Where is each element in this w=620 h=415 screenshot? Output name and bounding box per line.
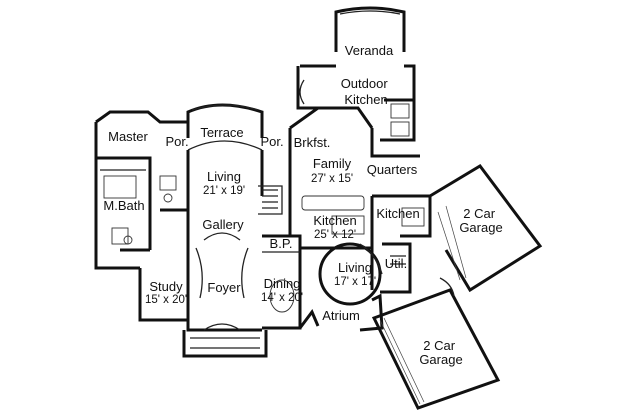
room-label-line-garage-2: 2 Car [423, 338, 455, 353]
room-label-living-main: Living 21' x 19' [203, 169, 245, 197]
svg-text:Family: Family [313, 156, 352, 171]
svg-text:21' x 19': 21' x 19' [203, 185, 245, 197]
room-label-bp: B.P. [270, 236, 293, 251]
room-label-foyer: Foyer [207, 280, 241, 295]
svg-text:Outdoor Kitchen: Outdoor Kitchen [341, 76, 392, 107]
round-living-structure [298, 242, 412, 332]
svg-text:Living: Living [338, 260, 372, 275]
svg-text:14' x 20': 14' x 20' [261, 292, 303, 304]
room-label-living-round: Living 17' x 17' [334, 260, 376, 288]
svg-text:Kitchen: Kitchen [376, 206, 419, 221]
svg-text:Dining: Dining [264, 276, 301, 291]
room-label-master: Master [108, 129, 148, 144]
room-label-line-garage-1: 2 Car [463, 206, 495, 221]
room-label-por-left: Por. [165, 134, 188, 149]
room-label-kitchen-main: Kitchen 25' x 12' [313, 213, 356, 241]
svg-text:Veranda: Veranda [345, 43, 394, 58]
room-label-quarters: Quarters [367, 162, 418, 177]
svg-text:M.Bath: M.Bath [103, 198, 144, 213]
svg-text:Util.: Util. [385, 256, 407, 271]
room-label-line-garage-1-2: Garage [459, 220, 502, 235]
svg-text:Por.: Por. [260, 134, 283, 149]
family-kitchen-structure [288, 106, 432, 290]
room-label-family: Family 27' x 15' [311, 156, 353, 185]
room-label-atrium: Atrium [322, 308, 360, 323]
room-label-dining: Dining 14' x 20' [261, 276, 303, 304]
room-label-outdoor-kitchen: Outdoor Kitchen [341, 76, 392, 107]
svg-text:Foyer: Foyer [207, 280, 241, 295]
room-label-kitchen-small: Kitchen [376, 206, 419, 221]
svg-text:Por.: Por. [165, 134, 188, 149]
svg-text:2 Car Garage: 2 Car Garage [419, 338, 462, 367]
garage-1-structure [429, 164, 543, 293]
svg-text:2 Car Garage: 2 Car Garage [459, 206, 502, 235]
central-core [138, 150, 283, 358]
room-label-veranda: Veranda [345, 43, 394, 58]
terrace-structure [186, 103, 264, 151]
room-label-util: Util. [385, 256, 407, 271]
svg-text:Quarters: Quarters [367, 162, 418, 177]
room-label-brkfst: Brkfst. [294, 135, 331, 150]
room-label-por-right: Por. [260, 134, 283, 149]
svg-text:25' x 12': 25' x 12' [314, 229, 356, 241]
master-wing [94, 110, 188, 270]
room-label-garage-1: 2 Car Garage [459, 206, 502, 235]
garage-2-structure [371, 277, 501, 410]
svg-text:Living: Living [207, 169, 241, 184]
veranda-structure [296, 6, 416, 142]
svg-text:27' x 15': 27' x 15' [311, 173, 353, 185]
room-label-terrace: Terrace [200, 125, 243, 140]
room-label-gallery: Gallery [202, 217, 244, 232]
svg-text:Terrace: Terrace [200, 125, 243, 140]
room-label-garage-2: 2 Car Garage [419, 338, 462, 367]
svg-text:17' x 17': 17' x 17' [334, 276, 376, 288]
svg-text:B.P.: B.P. [270, 236, 293, 251]
svg-text:Kitchen: Kitchen [313, 213, 356, 228]
room-label-line-outdoor-kitchen: Outdoor [341, 76, 389, 91]
room-label-m-bath: M.Bath [103, 198, 144, 213]
svg-text:Master: Master [108, 129, 148, 144]
svg-text:Brkfst.: Brkfst. [294, 135, 331, 150]
dining-structure [262, 234, 302, 330]
svg-text:Atrium: Atrium [322, 308, 360, 323]
room-label-study: Study 15' x 20' [145, 279, 187, 306]
room-label-line-outdoor-kitchen-2: Kitchen [344, 92, 387, 107]
svg-text:15' x 20': 15' x 20' [145, 294, 187, 306]
svg-text:Study: Study [149, 279, 183, 294]
svg-text:Gallery: Gallery [202, 217, 244, 232]
room-label-line-garage-2-2: Garage [419, 352, 462, 367]
